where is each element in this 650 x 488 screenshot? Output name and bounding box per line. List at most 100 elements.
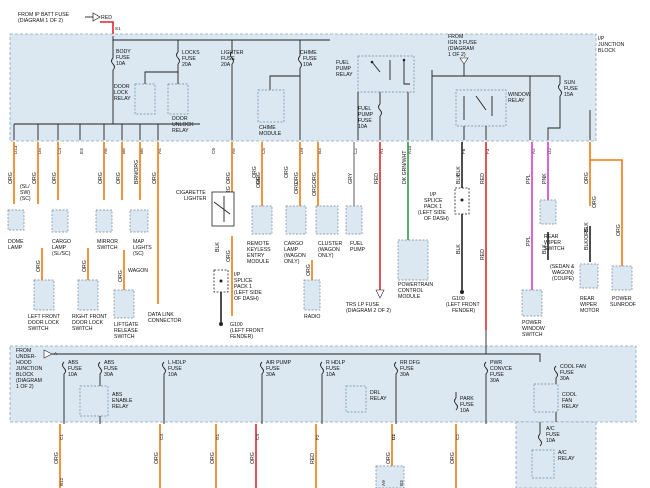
wire-color-mid-7: ORG bbox=[294, 182, 300, 194]
cargo-wagon-l4: ONLY) bbox=[284, 259, 300, 265]
pin-top-15: A10 bbox=[407, 145, 412, 154]
mirror-switch-l2: SWITCH bbox=[97, 245, 118, 251]
cargo-wagon-l2: LAMP bbox=[284, 247, 299, 253]
wire-color-mid-6: ORG bbox=[256, 176, 262, 188]
mirror-switch bbox=[95, 209, 113, 233]
rear-wiper-sw-l2: WIPER bbox=[544, 240, 561, 246]
lower-fuse-2-l2: FUSE bbox=[168, 366, 182, 372]
power-sunroof-l2: SUNROOF bbox=[610, 302, 636, 308]
cargo-lamp-sl-l2: LAMP bbox=[52, 245, 67, 251]
g100-left-l2: (LEFT FRONT bbox=[230, 328, 264, 334]
wire-color-mid-9: BLK bbox=[215, 242, 221, 252]
power-window-l2: WINDOW bbox=[522, 326, 545, 332]
wire-color-mid-1: ORG bbox=[82, 260, 88, 272]
door-unlock-relay-l1: DOOR bbox=[172, 116, 188, 122]
top-feed-wire-color: RED bbox=[101, 15, 112, 21]
chime-module-l2: MODULE bbox=[259, 131, 282, 137]
fuel-pump-l1: FUEL bbox=[350, 241, 363, 247]
lower-pin-4: F2 bbox=[315, 434, 320, 440]
lighter-fuse-l1: LIGHTER bbox=[221, 50, 244, 56]
underhood-pin: A bbox=[54, 351, 58, 356]
ign-feed-l3: (DIAGRAM bbox=[448, 46, 474, 52]
ign-feed-l4: 1 OF 2) bbox=[448, 52, 466, 58]
liftgate-l1: LIFTGATE bbox=[114, 322, 139, 328]
lower-fuse-7-l2: FUSE bbox=[560, 370, 574, 376]
lower-fuse-3-l3: 30A bbox=[266, 372, 276, 378]
remote-l4: MODULE bbox=[247, 259, 270, 265]
fuel-pump bbox=[345, 205, 363, 235]
rf-door-l2: DOOR LOCK bbox=[72, 320, 104, 326]
trs-l2: (DIAGRAM 2 OF 2) bbox=[346, 308, 391, 314]
power-window-l3: SWITCH bbox=[522, 332, 543, 338]
lower-fuse-4-l2: FUSE bbox=[326, 366, 340, 372]
cool-fan-relay bbox=[533, 383, 559, 413]
wire-color-mid-19: BLK/ORG bbox=[584, 227, 590, 250]
fuel-pump-l2: PUMP bbox=[350, 247, 366, 253]
cluster bbox=[315, 205, 339, 235]
g100-right-l2: (LEFT FRONT bbox=[446, 302, 480, 308]
bottom-wires bbox=[59, 424, 457, 488]
splice-left-l3: PACK 1 bbox=[234, 284, 252, 290]
wire-color-top-4: ORG bbox=[116, 172, 122, 184]
powertrain-control-module bbox=[397, 239, 429, 281]
g100-left-l1: G100 bbox=[230, 322, 243, 328]
wire-color-top-14: BLK bbox=[456, 174, 462, 184]
sun-fuse-l3: 15A bbox=[564, 92, 574, 98]
window-relay-contacts bbox=[463, 95, 493, 120]
remote-l1: REMOTE bbox=[247, 241, 270, 247]
ac-relay-l2: RELAY bbox=[558, 456, 575, 462]
lower-fuse-3-l2: FUSE bbox=[266, 366, 280, 372]
cool-relay-l3: RELAY bbox=[562, 404, 579, 410]
lower-wire-color-0: ORG bbox=[54, 452, 60, 464]
ac-relay bbox=[531, 449, 555, 479]
rf-door-l3: SWITCH bbox=[72, 326, 93, 332]
lower-pin-3: C4 bbox=[255, 434, 260, 440]
rear-wiper-sw-l1: REAR bbox=[544, 234, 559, 240]
sedan-wagon-l3: (COUPE) bbox=[552, 276, 574, 282]
mid-wires bbox=[13, 142, 623, 330]
splice1-l3: PACK 1 bbox=[424, 204, 442, 210]
wire-color-mid-17: ORG bbox=[592, 196, 598, 208]
from-underhood-l7: 1 OF 2) bbox=[16, 384, 34, 390]
locks-fuse-l3: 20A bbox=[182, 62, 192, 68]
lighter-fuse-l3: 20A bbox=[221, 62, 231, 68]
fuel-pump-relay-l1: FUEL bbox=[336, 60, 349, 66]
rear-wiper-motor-l3: MOTOR bbox=[580, 308, 599, 314]
fuel-pump-relay-l2: PUMP bbox=[336, 66, 352, 72]
wire-color-top-13: DK GRN/WHT bbox=[402, 150, 408, 184]
fuel-pump-relay-contacts bbox=[371, 60, 410, 85]
wire-color-top-11: GRY bbox=[348, 172, 354, 184]
splice-left-l2: SPLICE bbox=[234, 278, 253, 284]
wire-color-top-2: ORG bbox=[52, 172, 58, 184]
fuel-pump-fuse-l1: FUEL bbox=[358, 106, 371, 112]
g100-right-l1: G100 bbox=[452, 296, 465, 302]
from-underhood-l2: UNDER- bbox=[16, 354, 36, 360]
pin-top-0: D13 bbox=[13, 145, 18, 154]
pcm-l1: POWERTRAIN bbox=[398, 282, 433, 288]
lower-fuse-icon-4 bbox=[320, 361, 324, 424]
power-window-l1: POWER bbox=[522, 320, 542, 326]
underhood-arrow-icon bbox=[43, 349, 53, 359]
pin-top-2: C4 bbox=[57, 148, 62, 154]
wire-color-mid-10: BLK bbox=[456, 244, 462, 254]
fuel-pump-fuse-l3: FUSE bbox=[358, 118, 372, 124]
power-window-switch bbox=[521, 289, 543, 317]
cargo-lamp-sl-l3: (SL/SC) bbox=[52, 251, 71, 257]
remote-keyless-entry-module bbox=[251, 205, 273, 235]
g100-right-l3: FENDER) bbox=[452, 308, 475, 314]
dome-variant-l1: (SL/ bbox=[20, 184, 30, 190]
fuel-pump-relay-l3: RELAY bbox=[336, 72, 353, 78]
splice-left-l1: I/P bbox=[234, 272, 241, 278]
ac-sub-block bbox=[515, 421, 597, 488]
lower-pin-7: D1 bbox=[391, 434, 396, 440]
remote-l2: KEYLESS bbox=[247, 247, 271, 253]
pin-top-12: B3 bbox=[317, 148, 322, 154]
lower-fuse-5-l1: RR DFG bbox=[400, 360, 420, 366]
from-underhood-l5: BLOCK bbox=[16, 372, 34, 378]
from-underhood-l3: HOOD bbox=[16, 360, 32, 366]
lf-door-l1: LEFT FRONT bbox=[28, 314, 61, 320]
chime-module bbox=[257, 89, 285, 123]
top-feed-label-2: (DIAGRAM 1 OF 2) bbox=[18, 18, 63, 24]
cluster-l1: CLUSTER bbox=[318, 241, 342, 247]
